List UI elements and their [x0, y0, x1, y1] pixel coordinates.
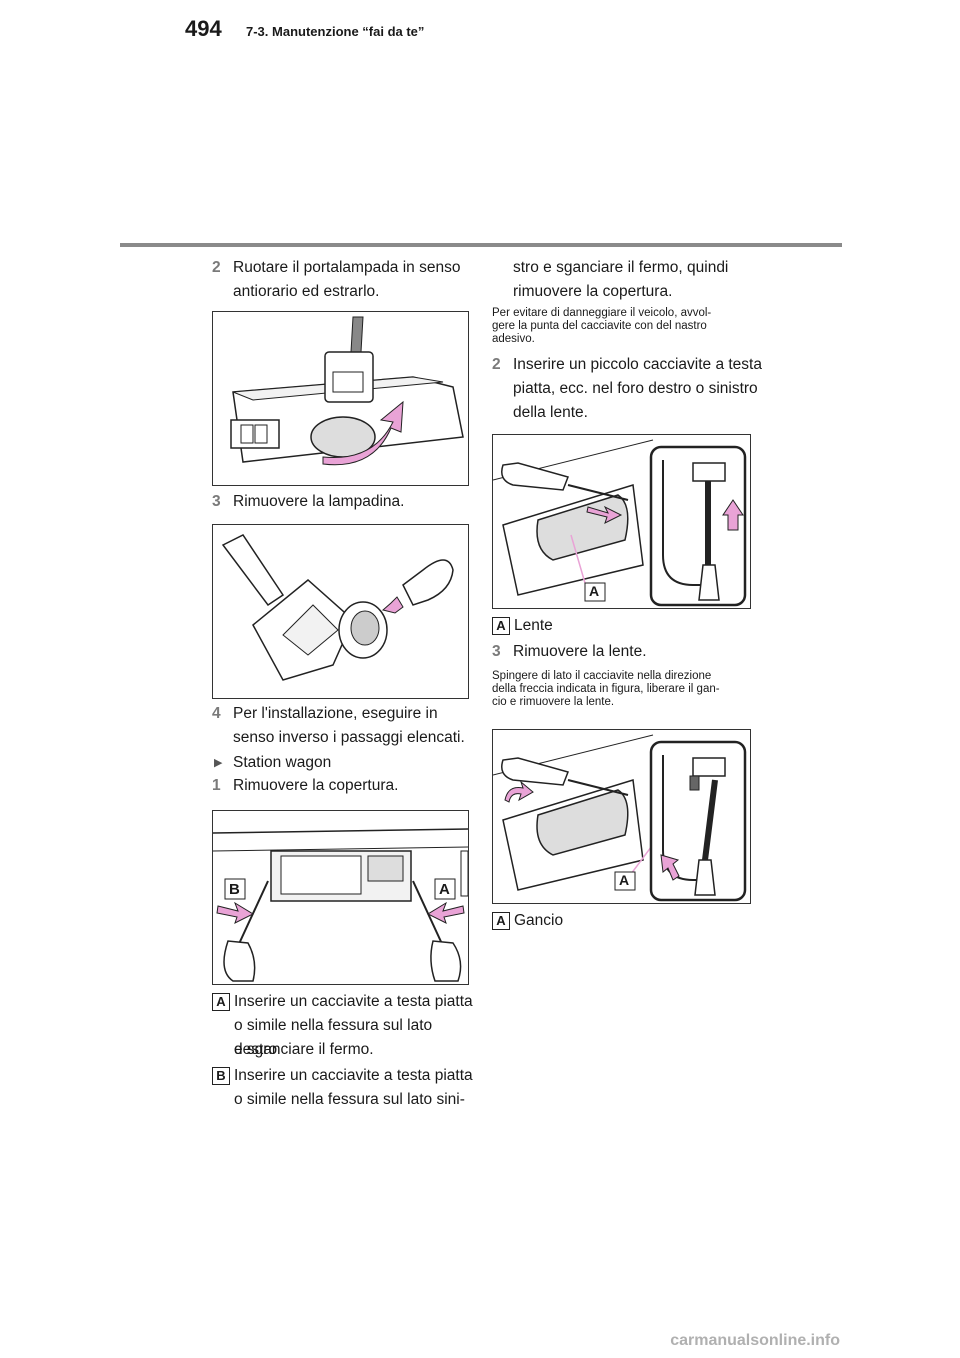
bulb-removal-illustration [221, 534, 454, 681]
right-continuation: stro e sganciare il fermo, quindi rimuov… [492, 256, 762, 306]
figure-lens-screwdriver: A [492, 434, 751, 609]
step-text-line: Inserire un piccolo cacciavite a testa [513, 356, 762, 373]
legend-tag: B [212, 1067, 230, 1085]
note-push: Spingere di lato il cacciavite nella dir… [492, 670, 762, 710]
note-line: Spingere di lato il cacciavite nella dir… [492, 670, 712, 682]
step-number: 3 [212, 493, 221, 510]
cover-removal-illustration [213, 828, 468, 982]
step-text-line: della lente. [513, 404, 588, 421]
note-tape: Per evitare di danneggiare il veicolo, a… [492, 307, 762, 347]
legend-tag: A [212, 993, 230, 1011]
left-step-2: 2 Ruotare il portalampada in senso antio… [212, 256, 472, 306]
step-text-line: rimuovere la copertura. [513, 283, 673, 300]
step-text-line: Ruotare il portalampada in senso [233, 259, 461, 276]
figure-bulb-removal [212, 524, 469, 699]
legend-a: A Inserire un cacciavite a testa piatta … [212, 990, 477, 1062]
note-line: Per evitare di danneggiare il veicolo, a… [492, 307, 712, 319]
step-text-line: antiorario ed estrarlo. [233, 283, 380, 300]
callout-a: A [619, 872, 630, 888]
left-step-3: 3 Rimuovere la lampadina. [212, 490, 472, 514]
subsection-label: Station wagon [233, 754, 332, 771]
note-line: adesivo. [492, 333, 535, 345]
note-line: gere la punta del cacciavite con del nas… [492, 320, 707, 332]
legend-text-line: o simile nella fessura sul lato sini- [234, 1091, 465, 1108]
step-number: 4 [212, 705, 221, 722]
step-number: 2 [212, 259, 221, 276]
section-title: 7-3. Manutenzione “fai da te” [246, 24, 425, 39]
figure-lens-hook: A [492, 729, 751, 904]
step-text-line: senso inverso i passaggi elencati. [233, 729, 465, 746]
note-line: cio e rimuovere la lente. [492, 696, 615, 708]
right-step-3: 3 Rimuovere la lente. [492, 640, 762, 664]
step-text-line: Rimuovere la lente. [513, 643, 647, 660]
legend-text-line: Inserire un cacciavite a testa piatta [234, 1067, 473, 1084]
left-step-4: 4 Per l'installazione, eseguire in senso… [212, 702, 472, 752]
step-text-line: Rimuovere la copertura. [233, 777, 399, 794]
right-step-2: 2 Inserire un piccolo cacciavite a testa… [492, 353, 762, 427]
page-number: 494 [185, 16, 222, 41]
legend-text-line: o simile nella fessura sul lato destro [234, 1017, 433, 1058]
legend-b: B Inserire un cacciavite a testa piatta … [212, 1064, 477, 1112]
step-number: 2 [492, 356, 501, 373]
socket-rotation-illustration [230, 316, 464, 466]
lens-hook-illustration [493, 734, 747, 902]
step-text-line: piatta, ecc. nel foro destro o sinistro [513, 380, 758, 397]
step-text-line: stro e sganciare il fermo, quindi [513, 259, 729, 276]
step-number: 1 [212, 777, 221, 794]
legend-lente: A Lente [492, 614, 762, 638]
legend-text: Gancio [514, 912, 564, 929]
step-text-line: Per l'installazione, eseguire in [233, 705, 438, 722]
callout-b: B [229, 881, 240, 898]
callout-a: A [589, 583, 600, 599]
legend-text-line: e sganciare il fermo. [234, 1041, 374, 1058]
triangle-bullet-icon: ▶ [214, 757, 223, 769]
legend-text-line: Inserire un cacciavite a testa piatta [234, 993, 473, 1010]
watermark: carmanualsonline.info [670, 1332, 840, 1349]
callout-a: A [439, 881, 450, 898]
step-number: 3 [492, 643, 501, 660]
legend-text: Lente [514, 617, 553, 634]
subsection-station-wagon: ▶ Station wagon [214, 751, 474, 775]
legend-tag: A [492, 617, 510, 635]
step-text-line: Rimuovere la lampadina. [233, 493, 405, 510]
figure-socket-rotation [212, 311, 469, 486]
note-line: della freccia indicata in figura, libera… [492, 683, 720, 695]
lens-screwdriver-illustration [493, 439, 747, 607]
figure-cover-removal: B A [212, 810, 469, 985]
left-step-1: 1 Rimuovere la copertura. [212, 774, 472, 798]
legend-tag: A [492, 912, 510, 930]
legend-gancio: A Gancio [492, 909, 762, 933]
header-rule [120, 243, 842, 247]
